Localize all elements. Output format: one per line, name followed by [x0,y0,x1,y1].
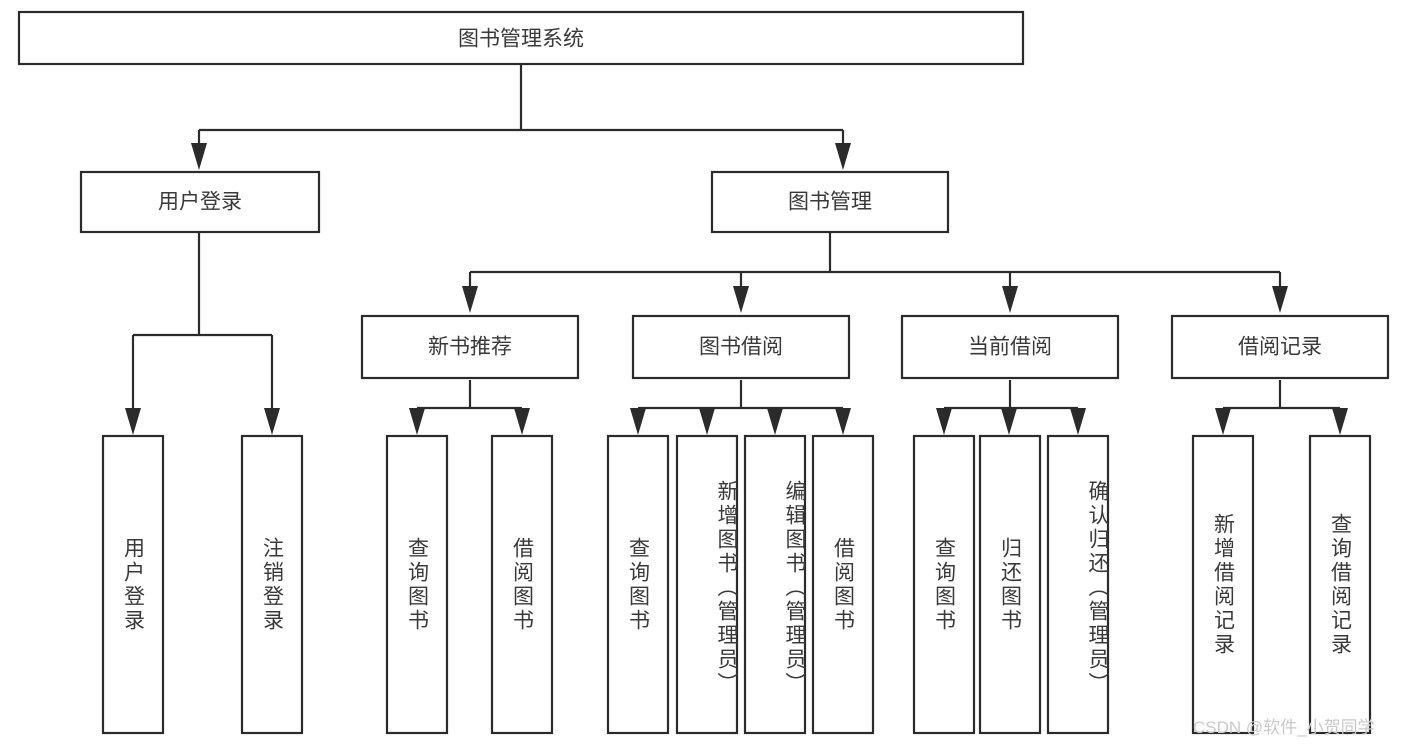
node-current-borrow-box[interactable] [900,314,1120,380]
node-leaf-br-query-box[interactable] [1308,434,1372,735]
node-borrow-record-box[interactable] [1170,314,1390,380]
connector-bookmanage-to-level3 [468,232,1282,290]
arrow-head-cb-return [1001,408,1017,435]
node-leaf-bb-query-box[interactable] [606,434,670,735]
arrow-head-nb-query [409,408,425,435]
node-leaf-cb-query-box[interactable] [912,434,976,735]
node-leaf-cb-return-box[interactable] [978,434,1042,735]
arrow-head-current-borrow [1002,286,1018,313]
arrow-head-br-add [1215,408,1231,435]
arrow-head-leaf-user-login [125,408,141,435]
node-current-borrow-label: 当前借阅 [968,336,1052,359]
node-new-book-box[interactable] [360,314,580,380]
connector-userlogin-to-leaves [131,232,274,412]
node-root-label: 图书管理系统 [458,28,584,51]
arrow-head-nb-borrow [514,408,530,435]
arrow-head-br-query [1332,408,1348,435]
connector-layer [125,64,1348,435]
node-borrow-record-label: 借阅记录 [1238,336,1322,359]
node-leaf-user-login-box[interactable] [101,434,165,735]
node-leaf-nb-borrow-box[interactable] [490,434,554,735]
arrow-head-new-book [462,286,478,313]
arrow-head-bb-borrow [835,408,851,435]
arrow-head-bb-query [630,408,646,435]
connector-borrowrecord-to-leaves [1221,380,1342,412]
arrow-head-leaf-logout [264,408,280,435]
node-leaf-cb-confirm-box[interactable] [1046,434,1110,735]
arrow-head-book-borrow [733,286,749,313]
arrow-head-cb-query [936,408,952,435]
node-leaf-br-add-box[interactable] [1191,434,1255,735]
node-leaf-logout-box[interactable] [240,434,304,735]
node-new-book-label: 新书推荐 [428,336,512,359]
arrow-head-book-manage [835,143,851,170]
node-root-box[interactable] [17,10,1025,66]
arrow-head-bb-edit [767,408,783,435]
node-user-login-label: 用户登录 [158,191,242,214]
node-user-login-box[interactable] [79,170,321,234]
node-book-borrow-label: 图书借阅 [699,336,783,359]
node-book-borrow-box[interactable] [631,314,851,380]
arrow-head-cb-confirm [1070,408,1086,435]
node-leaf-nb-query-box[interactable] [385,434,449,735]
connector-newbook-to-leaves [415,380,524,412]
arrow-head-bb-add [699,408,715,435]
arrow-head-user-login [191,143,207,170]
connector-currentborrow-to-leaves [942,380,1080,412]
node-layer: 图书管理系统 用户登录 图书管理 新书推荐 图书借阅 当前借阅 借阅记录 [17,10,1390,735]
node-leaf-bb-borrow-box[interactable] [811,434,875,735]
node-book-manage-box[interactable] [710,170,950,234]
node-leaf-bb-edit-box[interactable] [743,434,807,735]
connector-bookborrow-to-leaves [636,380,845,412]
node-leaf-bb-add-box[interactable] [675,434,739,735]
node-book-manage-label: 图书管理 [788,191,872,214]
connector-root-to-level2 [197,64,845,148]
arrow-head-borrow-record [1272,286,1288,313]
